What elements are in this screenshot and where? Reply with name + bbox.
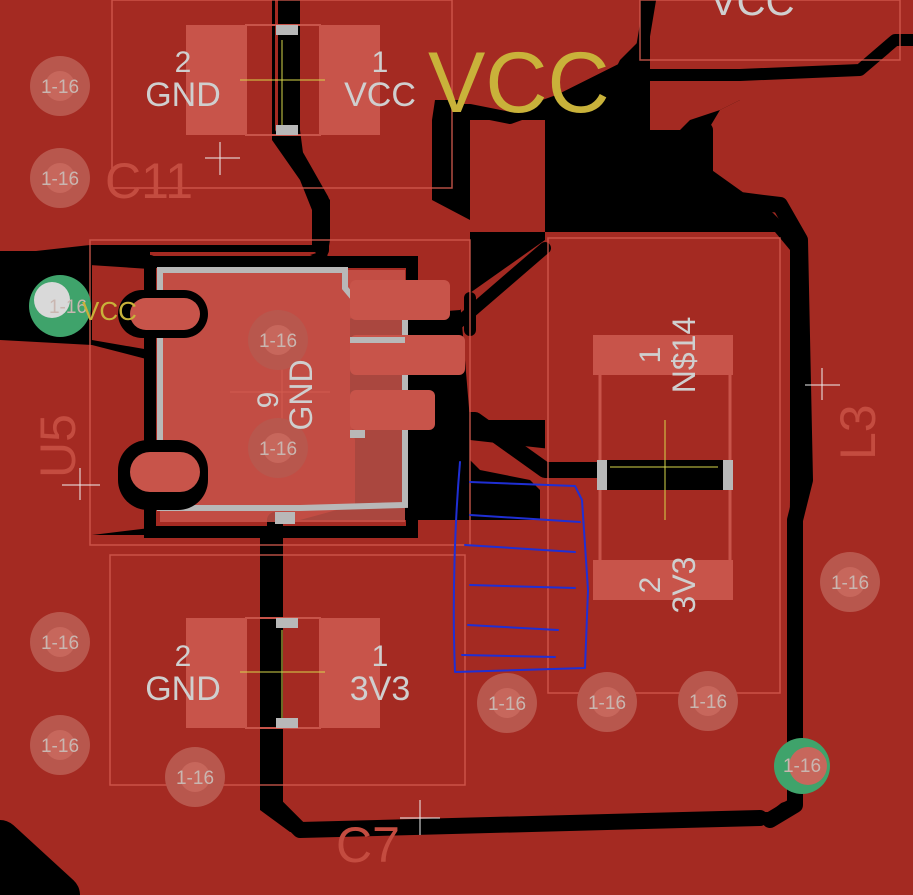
via-label: 1-16 [488, 694, 526, 715]
via-label: 1-16 [49, 297, 87, 318]
c11-pad1-net: VCC [344, 76, 416, 114]
via-label: 1-16 [783, 756, 821, 777]
l3-pad1-net: N$14 [666, 317, 702, 394]
via-label: 1-16 [41, 736, 79, 757]
pin-right[interactable]: 1-16 [774, 738, 830, 794]
c11-pad2-num: 2 [175, 46, 192, 79]
component-outlines [89, 0, 901, 786]
via-label: 1-16 [41, 169, 79, 190]
hand-drawn-annotation [452, 461, 589, 673]
via[interactable]: 1-16 [165, 747, 225, 807]
c7-pad-1[interactable] [320, 618, 380, 728]
ref-c7: C7 [336, 817, 400, 873]
c11-pad-2[interactable] [186, 25, 246, 135]
via[interactable]: 1-16 [30, 612, 90, 672]
ref-u5: U5 [30, 414, 86, 478]
via[interactable]: 1-16 [477, 673, 537, 733]
via[interactable]: 1-16 [248, 418, 308, 478]
vias: 1-16 1-16 1-16 1-16 1-16 1-16 1-16 1-16 … [30, 56, 880, 807]
via[interactable]: 1-16 [820, 552, 880, 612]
copper-pour-mid [470, 120, 545, 232]
copper-pour-center [290, 520, 540, 820]
via-label: 1-16 [689, 692, 727, 713]
net-label-vcc-large: VCC [428, 35, 610, 131]
copper-pour-top-right [650, 0, 913, 130]
via-label: 1-16 [259, 331, 297, 352]
u5-pad-c[interactable] [350, 390, 435, 430]
copper-pour-left-strip [0, 340, 150, 535]
via[interactable]: 1-16 [30, 148, 90, 208]
l3-pad2-num: 2 [634, 577, 667, 594]
via-label: 1-16 [259, 439, 297, 460]
labels: VCC VCC VCC C11 C7 U5 L3 2 GND 1 VCC 2 G… [30, 0, 886, 873]
via-label: 1-16 [831, 573, 869, 594]
l3-pad1-num: 1 [634, 347, 667, 364]
l3-pad-1[interactable] [593, 335, 733, 375]
l3-footprint [593, 335, 733, 600]
via[interactable]: 1-16 [30, 715, 90, 775]
ref-l3: L3 [830, 404, 886, 460]
pin-left-vcc[interactable]: 1-16 [29, 275, 91, 337]
via-label: 1-16 [41, 633, 79, 654]
c7-pad1-net: 3V3 [350, 670, 411, 708]
copper-pour-main [0, 0, 312, 255]
via[interactable]: 1-16 [678, 671, 738, 731]
u5-pad-b[interactable] [350, 335, 465, 375]
c11-pad-1[interactable] [320, 25, 380, 135]
u5-pad9-num: 9 [252, 392, 285, 409]
u5-pad9-net: GND [283, 359, 319, 430]
ref-c11: C11 [105, 153, 193, 209]
via[interactable]: 1-16 [248, 310, 308, 370]
via[interactable]: 1-16 [577, 672, 637, 732]
c11-footprint [186, 24, 380, 136]
l3-pad-2[interactable] [593, 560, 733, 600]
c11-pad2-net: GND [145, 76, 221, 114]
net-label-vcc-small: VCC [82, 296, 137, 326]
via-label: 1-16 [176, 768, 214, 789]
c11-pad1-num: 1 [372, 46, 389, 79]
c7-pad2-num: 2 [175, 640, 192, 673]
origin-crosshairs [62, 142, 840, 835]
via-label: 1-16 [588, 693, 626, 714]
l3-pad2-net: 3V3 [666, 557, 702, 614]
c7-pad1-num: 1 [372, 640, 389, 673]
net-label-vcc-top-right: VCC [710, 0, 794, 24]
u5-footprint [118, 256, 465, 538]
c7-pad2-net: GND [145, 670, 221, 708]
u5-pad-a[interactable] [350, 280, 450, 320]
via[interactable]: 1-16 [30, 56, 90, 116]
c7-footprint [186, 617, 380, 729]
c7-pad-2[interactable] [186, 618, 246, 728]
copper-pour-n14-trace [460, 240, 545, 420]
via-label: 1-16 [41, 77, 79, 98]
